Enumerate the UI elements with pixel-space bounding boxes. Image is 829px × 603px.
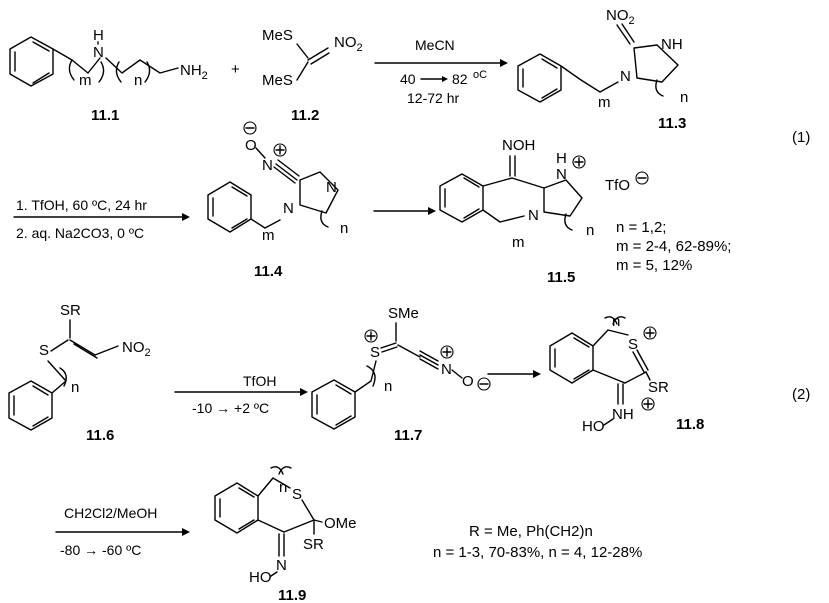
atom-n-bottom-11-4: N (283, 200, 294, 217)
condition-r1-solvent: MeCN (415, 37, 455, 53)
atom-n-11-3: N (620, 68, 631, 85)
counterion-tfo: TfO (605, 177, 630, 194)
compound-label-11-1: 11.1 (91, 107, 119, 124)
reaction-arrow-2-head (182, 213, 190, 221)
svg-text:40: 40 (400, 71, 416, 87)
compound-label-11-5: 11.5 (547, 269, 575, 286)
subscript-m-4: m (262, 227, 275, 244)
atom-s-11-8: S (628, 336, 638, 353)
note-m-yield-2: m = 5, 12% (616, 257, 692, 274)
note-m-yield-1: m = 2-4, 62-89%; (616, 238, 731, 255)
atom-n-11-9: N (276, 557, 287, 574)
compound-11-6-structure: SR NO2 S n (8, 302, 151, 431)
reaction-arrow-5-head (533, 370, 541, 378)
atom-no2-11-2: NO2 (334, 34, 363, 54)
svg-text:oC: oC (473, 69, 487, 81)
subscript-n-9: n (279, 479, 287, 496)
condition-r6-temperature: -80 → -60 ºC (60, 542, 141, 558)
compound-11-9-structure: n S OMe SR N HO (214, 466, 357, 586)
condition-r4-reagent: TfOH (243, 373, 276, 389)
condition-r2-line2: 2. aq. Na2CO3, 0 ºC (16, 225, 144, 241)
atom-sr-11-6: SR (60, 302, 81, 319)
compound-label-11-9: 11.9 (278, 587, 306, 603)
subscript-n-8: n (612, 313, 620, 330)
subscript-n-4: n (340, 220, 348, 237)
atom-h-11-5: H (556, 150, 567, 167)
atom-nh-11-3: NH (661, 36, 683, 53)
condition-r6-solvent: CH2Cl2/MeOH (64, 505, 157, 521)
subscript-n-7: n (384, 378, 392, 395)
reaction-arrow-3-head (428, 207, 436, 215)
atom-s-11-7: S (370, 344, 380, 361)
compound-label-11-4: 11.4 (254, 263, 283, 280)
atom-n-11-5: N (528, 207, 539, 224)
subscript-n-5: n (586, 222, 594, 239)
atom-mes-top: MeS (262, 27, 293, 44)
compound-label-11-7: 11.7 (394, 427, 422, 444)
compound-label-11-8: 11.8 (676, 416, 704, 433)
atom-sr-11-9: SR (303, 536, 324, 553)
atom-noh-11-5: NOH (502, 137, 535, 154)
subscript-n-1: n (134, 72, 142, 89)
condition-r2-line1: 1. TfOH, 60 ºC, 24 hr (16, 197, 147, 213)
reaction-arrow-4-head (300, 388, 308, 396)
equation-label-2: (2) (792, 386, 810, 403)
compound-11-5-structure: NOH N H N n m TfO (439, 137, 649, 251)
reaction-arrow-1-head (500, 59, 508, 67)
condition-r1-time: 12-72 hr (407, 90, 459, 106)
atom-ome-11-9: OMe (324, 515, 357, 532)
atom-mes-bottom: MeS (262, 72, 293, 89)
atom-s-11-6: S (39, 342, 49, 359)
atom-no2-11-3: NO2 (606, 7, 635, 27)
note-n-yields: n = 1-3, 70-83%, n = 4, 12-28% (433, 544, 642, 561)
compound-label-11-3: 11.3 (658, 115, 686, 132)
atom-n-11-4: N (262, 157, 273, 174)
note-r-definition: R = Me, Ph(CH2)n (469, 523, 593, 540)
atom-ho-11-8: HO (582, 418, 605, 435)
atom-nh2-11-1: NH2 (180, 62, 208, 82)
atom-s-11-9: S (292, 486, 302, 503)
equation-label-1: (1) (792, 129, 810, 146)
atom-nh-11-8: NH (612, 406, 634, 423)
compound-11-2-structure: MeS MeS NO2 (262, 27, 363, 89)
subscript-n-6: n (71, 379, 79, 396)
atom-n-11-1: N (93, 44, 104, 61)
atom-nh-11-5: N (556, 166, 567, 183)
atom-no2-11-6: NO2 (122, 339, 151, 359)
atom-ho-11-9: HO (249, 569, 272, 586)
compound-11-3-structure: NO2 NH N n m (517, 7, 688, 111)
subscript-m-5: m (512, 234, 525, 251)
compound-11-7-structure: SMe S N O n (311, 305, 491, 430)
subscript-m-3: m (598, 94, 611, 111)
reaction-arrow-6-head (182, 528, 190, 536)
compound-label-11-6: 11.6 (86, 427, 114, 444)
atom-o-11-7: O (462, 373, 474, 390)
condition-r1-temperature: 40 82 oC (400, 69, 487, 87)
subscript-m-1: m (79, 72, 92, 89)
atom-h-11-1: H (93, 27, 104, 44)
compound-11-8-structure: n S SR HO NH (549, 313, 669, 435)
note-n-values: n = 1,2; (616, 219, 666, 236)
condition-r4-temperature: -10 → +2 ºC (192, 400, 269, 416)
compound-label-11-2: 11.2 (291, 107, 319, 124)
svg-text:82: 82 (452, 71, 468, 87)
compound-11-1-structure: m N H n NH2 (9, 27, 208, 89)
plus-sign-1: + (231, 61, 240, 78)
atom-n-11-7: N (441, 361, 452, 378)
atom-n-ring-11-4: N (326, 179, 337, 196)
atom-o-11-4: O (245, 137, 257, 154)
atom-sme-11-7: SMe (388, 305, 419, 322)
compound-11-4-structure: O N N N n m (207, 121, 348, 244)
subscript-n-3: n (680, 89, 688, 106)
atom-sr-11-8: SR (648, 379, 669, 396)
